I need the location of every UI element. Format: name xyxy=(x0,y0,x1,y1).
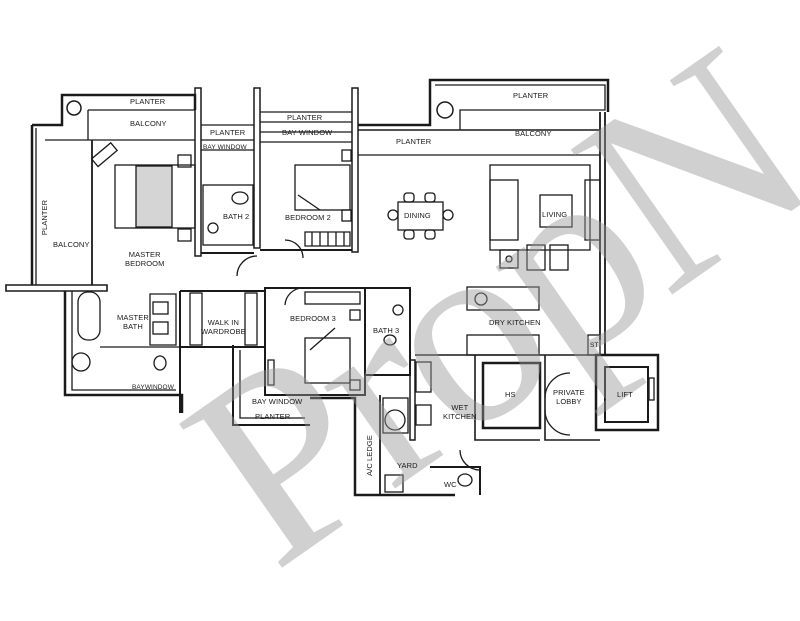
label-master-bedroom: MASTER BEDROOM xyxy=(125,250,165,268)
column-top-right xyxy=(436,101,454,119)
label-planter-top-right: PLANTER xyxy=(513,91,549,100)
floor-plan xyxy=(5,78,660,497)
label-bath2: BATH 2 xyxy=(223,212,250,221)
label-private-lobby: PRIVATE LOBBY xyxy=(553,388,585,406)
label-bay-window-bed2: BAY WINDOW xyxy=(282,128,333,137)
label-st: ST xyxy=(590,342,599,349)
label-bath3: BATH 3 xyxy=(373,326,400,335)
label-dry-kitchen: DRY KITCHEN xyxy=(489,318,541,327)
label-ac-ledge: A/C LEDGE xyxy=(364,435,374,476)
label-master-bath: MASTER BATH xyxy=(117,313,149,331)
label-bay-window-bath2: BAY WINDOW xyxy=(203,144,247,151)
label-bay-window-bed3: BAY WINDOW xyxy=(252,397,303,406)
label-bedroom2: BEDROOM 2 xyxy=(285,213,331,222)
label-walk-in-wardrobe: WALK IN WARDROBE xyxy=(201,318,246,336)
label-living: LIVING xyxy=(542,210,568,219)
label-bay-window-master-bath: BAYWINDOW xyxy=(132,384,174,391)
label-wet-kitchen: WET KITCHEN xyxy=(443,403,477,421)
label-planter-left: PLANTER xyxy=(40,199,50,236)
label-balcony-left: BALCONY xyxy=(53,240,90,249)
label-planter-mid: PLANTER xyxy=(396,137,432,146)
label-bedroom3: BEDROOM 3 xyxy=(290,314,336,323)
label-planter-bed3: PLANTER xyxy=(255,412,291,421)
label-balcony-right: BALCONY xyxy=(515,129,552,138)
label-planter-bath2: PLANTER xyxy=(210,128,246,137)
label-planter-bed2: PLANTER xyxy=(287,113,323,122)
label-hs: HS xyxy=(505,390,516,399)
label-lift: LIFT xyxy=(617,390,633,399)
label-dining: DINING xyxy=(404,211,431,220)
label-wc: WC xyxy=(444,480,457,489)
label-yard: YARD xyxy=(397,461,418,470)
label-planter-top-left: PLANTER xyxy=(130,97,166,106)
column-top-left xyxy=(66,100,82,116)
label-balcony-top-left: BALCONY xyxy=(130,119,167,128)
